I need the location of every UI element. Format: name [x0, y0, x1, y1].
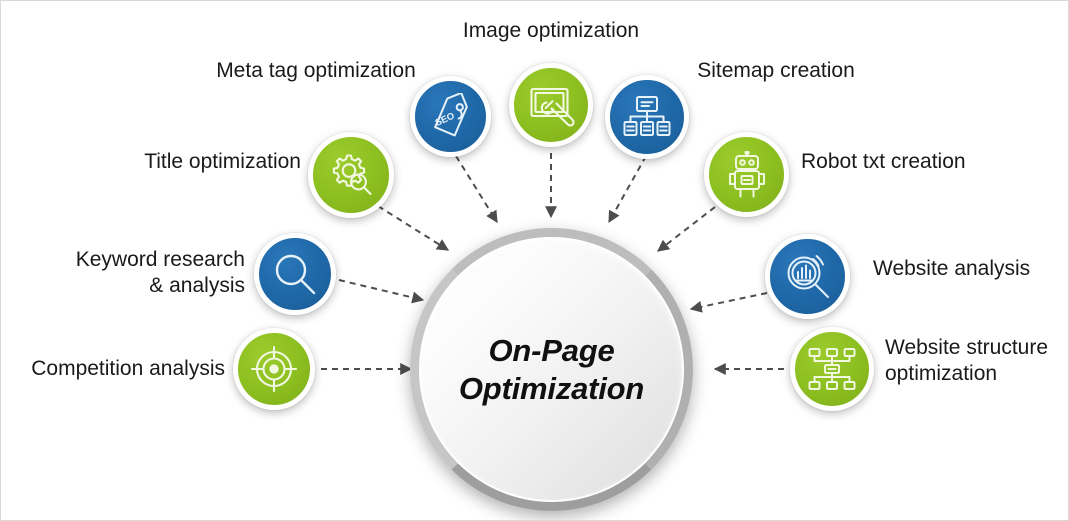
arrow-website-analysis	[689, 292, 768, 313]
arrow-keyword-research	[338, 279, 425, 304]
label-robot-txt-creation: Robot txt creation	[801, 150, 966, 173]
svg-text:SEO: SEO	[433, 110, 456, 128]
org-chart-icon	[808, 345, 856, 393]
node-image-optimization[interactable]	[509, 63, 593, 147]
label-meta-tag-optimization: Meta tag optimization	[216, 59, 416, 82]
label-website-structure-optimization: Website structure optimization	[885, 336, 1049, 385]
chart-magnifier-icon	[783, 252, 833, 302]
center-hub: On-Page Optimization	[410, 228, 693, 511]
label-title-optimization: Title optimization	[144, 150, 301, 173]
robot-icon	[723, 150, 771, 199]
label-image-optimization: Image optimization	[462, 19, 640, 42]
label-website-analysis: Website analysis	[873, 257, 1031, 280]
target-crosshair-icon	[250, 345, 298, 393]
node-website-structure-optimization[interactable]	[790, 327, 874, 411]
arrow-title-optimization	[377, 205, 450, 251]
arrow-meta-tag-optimization	[455, 155, 498, 224]
node-robot-txt-creation[interactable]	[704, 132, 789, 217]
seo-tag-icon: SEO	[427, 92, 475, 141]
magnifier-icon	[272, 251, 318, 297]
node-keyword-research-analysis[interactable]	[254, 233, 336, 315]
label-sitemap-creation: Sitemap creation	[697, 59, 855, 82]
node-title-optimization[interactable]	[308, 132, 394, 218]
node-competition-analysis[interactable]	[233, 328, 315, 410]
label-competition-analysis: Competition analysis	[31, 357, 225, 380]
arrow-sitemap-creation	[608, 155, 647, 224]
node-sitemap-creation[interactable]	[605, 75, 689, 159]
arrow-robot-txt-creation	[657, 206, 716, 252]
gear-magnifier-icon	[325, 149, 377, 201]
image-wrench-icon	[526, 80, 576, 130]
sitemap-tree-icon	[623, 93, 671, 141]
hub-title: On-Page Optimization	[458, 332, 645, 406]
node-website-analysis[interactable]	[765, 234, 850, 319]
label-keyword-research-analysis: Keyword research & analysis	[75, 248, 245, 297]
node-meta-tag-optimization[interactable]: SEO	[410, 76, 491, 157]
